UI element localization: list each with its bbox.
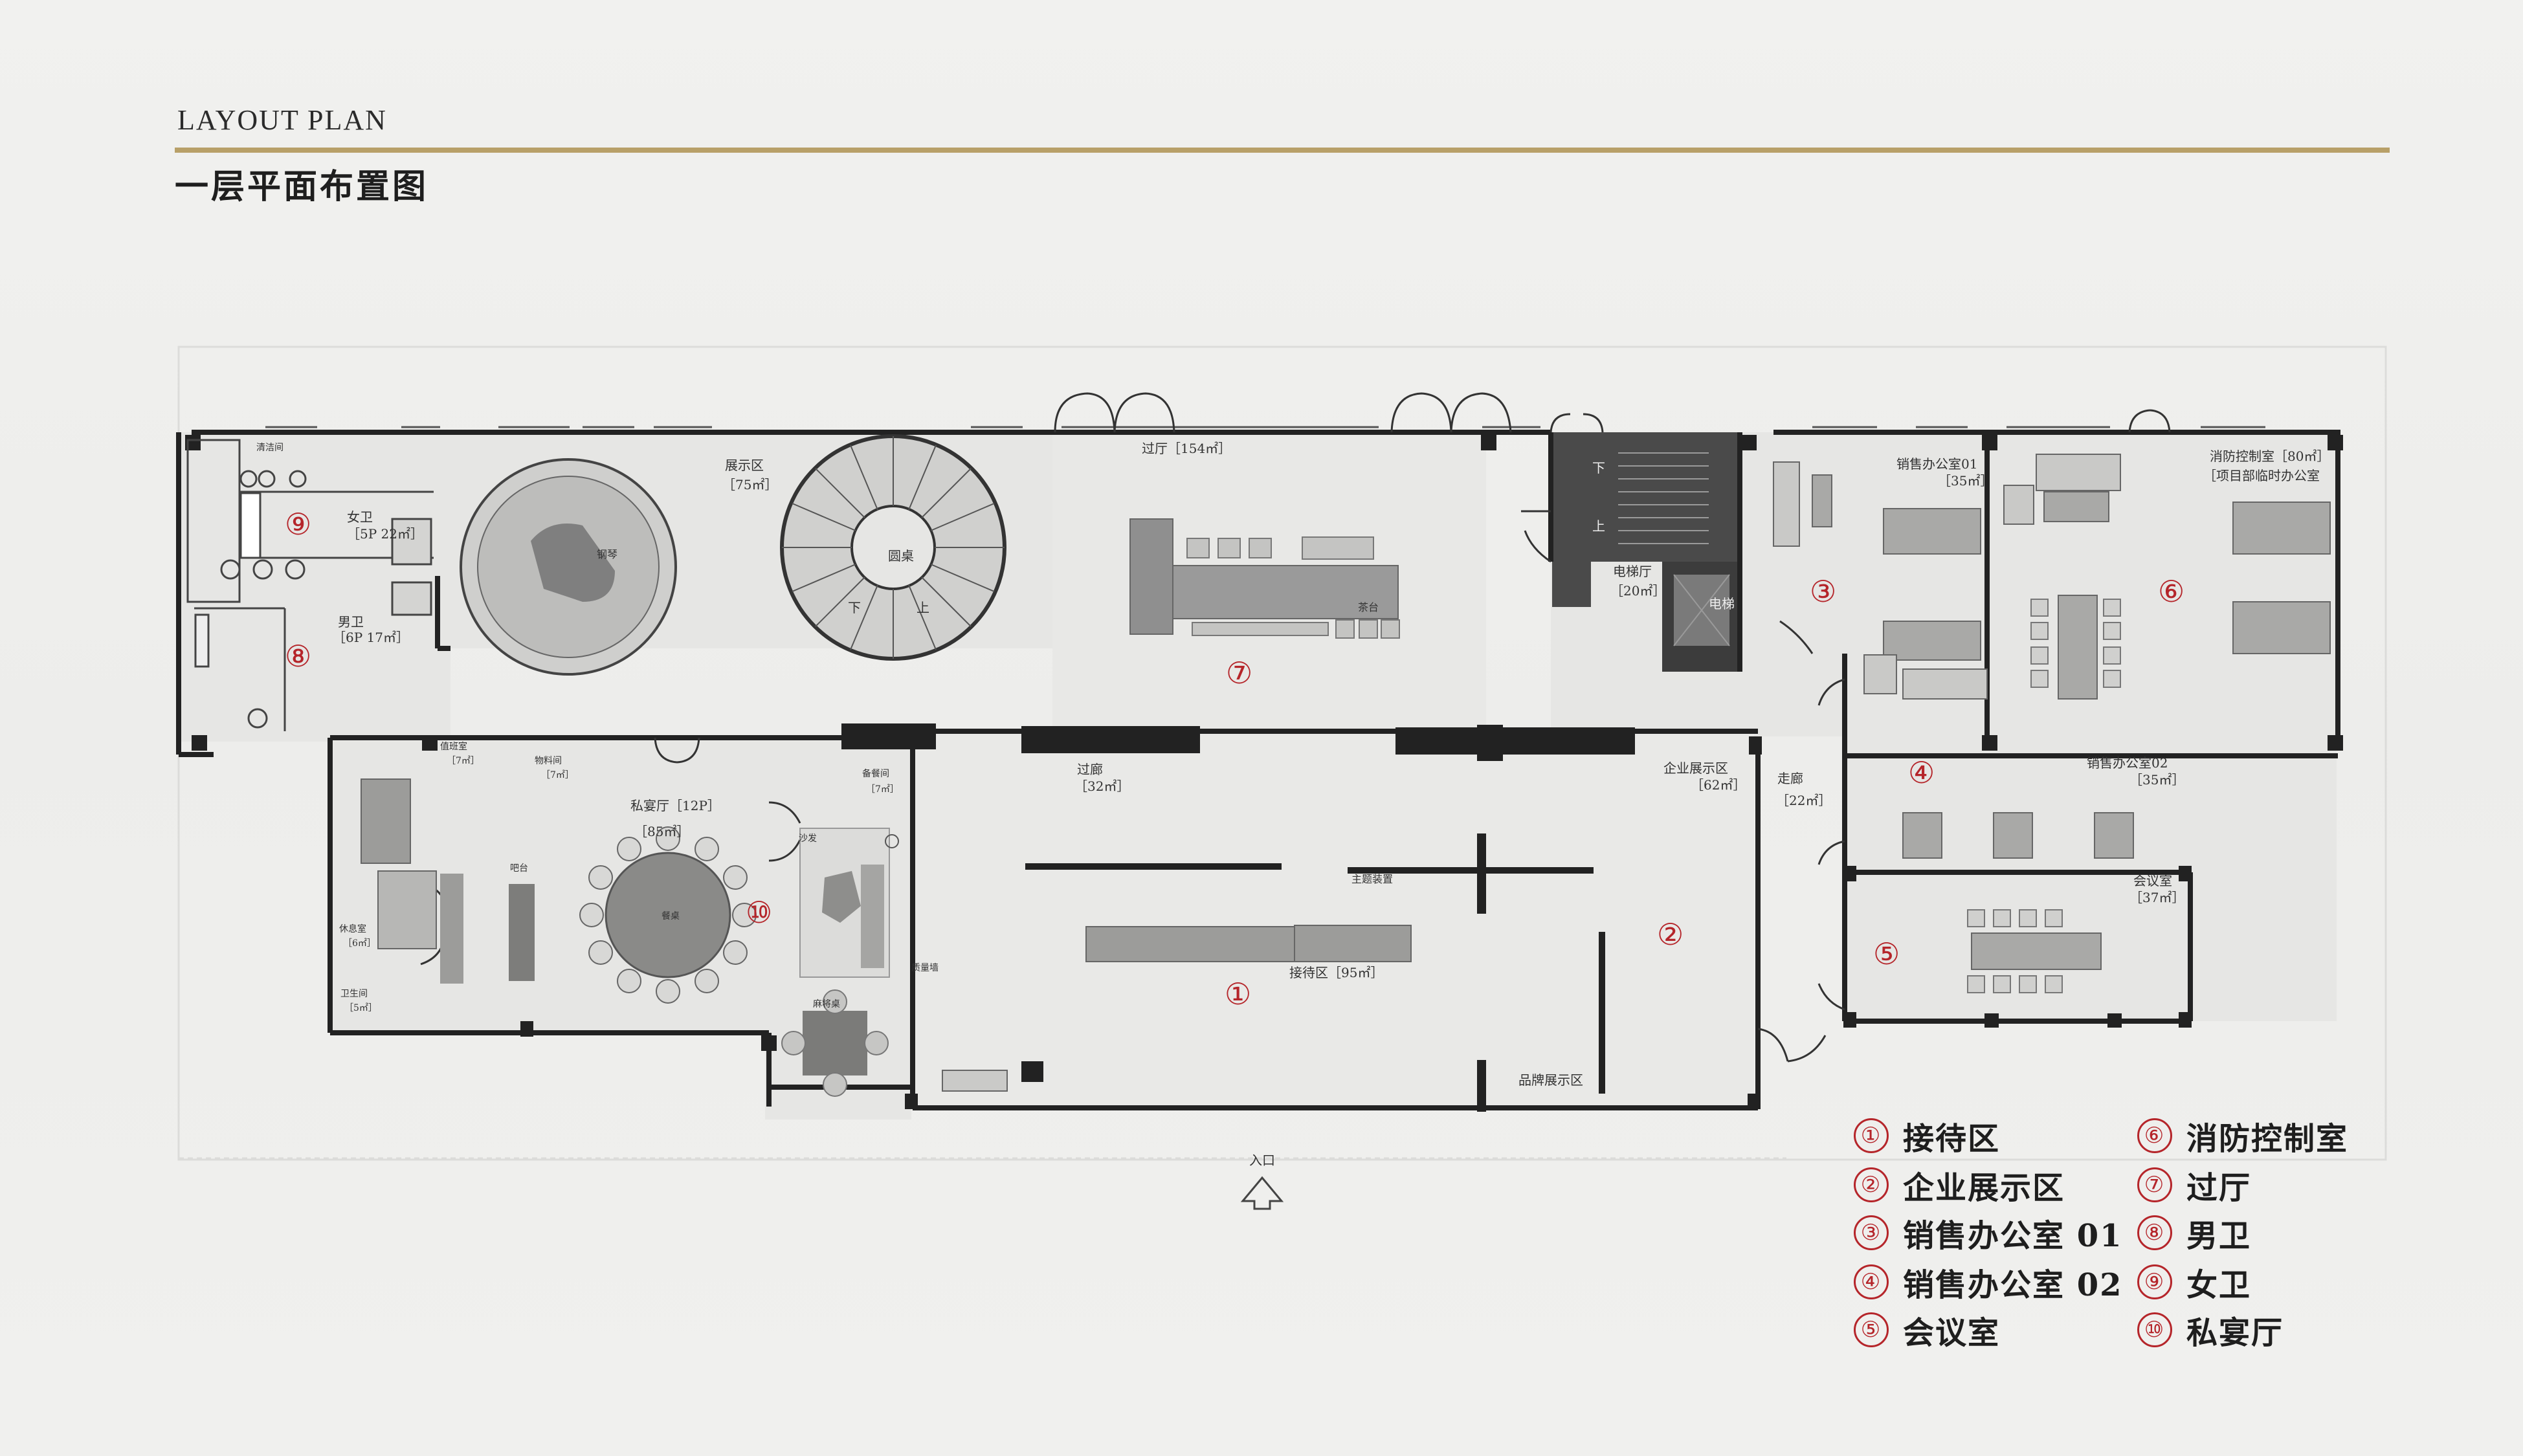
tea-bar	[1129, 518, 1400, 639]
room-markers: ① ② ③ ④ ⑤ ⑥ ⑦ ⑧ ⑨ ⑩	[285, 507, 2184, 1011]
office-furniture	[1773, 454, 2331, 970]
label-xiaoshou01-area: ［35㎡］	[1938, 473, 1993, 489]
label-shang1: 上	[917, 600, 929, 615]
legend-item-7: ⑦ 过厅	[2137, 1162, 2251, 1208]
label-nanwei-area: ［6P 17㎡］	[333, 630, 409, 645]
label-guoting: 过厅［154㎡］	[1142, 441, 1231, 456]
label-huiyi-area: ［37㎡］	[2129, 890, 2184, 905]
label-nvwei: 女卫	[347, 509, 373, 525]
marker-8: ⑧	[285, 639, 311, 674]
label-xiaoshou02-area: ［35㎡］	[2129, 772, 2184, 788]
label-zhanshiqu-area: ［75㎡］	[722, 477, 777, 492]
label-canjian: 备餐间	[862, 768, 889, 779]
label-qingjie: 清洁间	[256, 443, 283, 453]
label-wuliao-area: ［7㎡］	[541, 770, 574, 780]
label-xiaokong: 消防控制室［80㎡］	[2210, 448, 2329, 464]
legend-item-1: ① 接待区	[1854, 1113, 2000, 1158]
label-dianti-car: 电梯	[1709, 596, 1735, 612]
label-xia2: 下	[1592, 460, 1605, 476]
label-canjian-area: ［7㎡］	[866, 784, 899, 795]
label-shafa: 沙发	[799, 833, 817, 844]
legend-item-4: ④ 销售办公室 02	[1854, 1259, 2123, 1305]
label-jiedai: 接待区［95㎡］	[1289, 965, 1383, 980]
label-zhiban: 值班室	[440, 741, 467, 752]
label-nanwei: 男卫	[338, 614, 364, 630]
label-shang2: 上	[1592, 518, 1605, 534]
legend-item-2: ② 企业展示区	[1854, 1162, 2065, 1208]
header-rule	[175, 148, 2390, 153]
label-xiuxi: 休息室	[339, 923, 366, 934]
label-qiye: 企业展示区	[1663, 760, 1728, 776]
label-rukou: 入口	[1249, 1153, 1275, 1168]
entrance-arrow-icon	[1240, 1176, 1284, 1210]
label-pinpai: 品牌展示区	[1518, 1072, 1583, 1088]
label-dianti: 电梯厅	[1613, 564, 1652, 579]
page-title: 一层平面布置图	[175, 167, 429, 206]
marker-9: ⑨	[285, 507, 311, 542]
label-majiang: 麻将桌	[813, 999, 840, 1009]
label-chatai: 茶台	[1358, 601, 1379, 613]
label-xiaoshou02: 销售办公室02	[2087, 755, 2168, 771]
spiral-stair	[780, 434, 1006, 661]
marker-1: ①	[1225, 976, 1251, 1011]
label-guolang-area: ［32㎡］	[1074, 778, 1129, 794]
piano-stage	[460, 458, 677, 676]
legend-item-6: ⑥ 消防控制室	[2137, 1113, 2348, 1158]
marker-6: ⑥	[2158, 574, 2184, 609]
label-yuanzuo: 圆桌	[888, 548, 914, 564]
label-xiuxi-area: ［6㎡］	[343, 938, 376, 949]
label-wuliao: 物料间	[535, 756, 562, 766]
label-xiaoshou01: 销售办公室01	[1896, 456, 1977, 472]
marker-10: ⑩	[746, 895, 772, 930]
legend-item-8: ⑧ 男卫	[2137, 1210, 2251, 1255]
stair-core	[1552, 432, 1740, 672]
label-xiangmu: ［项目部临时办公室	[2203, 468, 2320, 483]
label-zhiliang: 质量墙	[911, 963, 939, 973]
doors	[420, 392, 2171, 1063]
label-zoulang-area: ［22㎡］	[1776, 793, 1831, 808]
label-nvwei-area: ［5P 22㎡］	[347, 526, 423, 542]
marker-4: ④	[1908, 755, 1935, 790]
label-weisheng: 卫生间	[340, 989, 368, 999]
label-siyan: 私宴厅［12P］	[630, 798, 720, 813]
marker-5: ⑤	[1873, 936, 1900, 971]
label-huiyi: 会议室	[2133, 873, 2172, 888]
legend: ① 接待区 ② 企业展示区 ③ 销售办公室 01 ④ 销售办公室 02 ⑤ 会议…	[1854, 1105, 2372, 1364]
toilet-fixtures	[186, 439, 434, 731]
legend-item-10: ⑩ 私宴厅	[2137, 1307, 2284, 1352]
label-qiye-area: ［62㎡］	[1691, 777, 1746, 793]
label-siyan-area: ［85㎡］	[634, 824, 689, 839]
label-guolang: 过廊	[1077, 762, 1103, 777]
label-dianti-area: ［20㎡］	[1610, 583, 1665, 599]
label-zhiban-area: ［7㎡］	[447, 756, 480, 766]
legend-item-5: ⑤ 会议室	[1854, 1307, 2000, 1352]
marker-3: ③	[1810, 574, 1836, 609]
office-chairs	[1967, 599, 2121, 993]
private-dining-furniture	[361, 778, 899, 1097]
label-canzhuo: 餐桌	[661, 911, 680, 921]
room-labels: 过厅［154㎡］ 展示区 ［75㎡］ 圆桌 下 上 钢琴 茶台 清洁间 女卫 ［…	[256, 441, 2329, 1168]
wall-bars	[185, 435, 2343, 1112]
legend-item-3: ③ 销售办公室 01	[1854, 1210, 2123, 1255]
header-eyebrow: LAYOUT PLAN	[177, 104, 387, 136]
label-xia1: 下	[848, 600, 861, 615]
marker-7: ⑦	[1226, 656, 1252, 690]
label-weisheng-area: ［5㎡］	[344, 1003, 377, 1013]
label-zhuti: 主题装置	[1351, 873, 1393, 885]
label-bata: 吧台	[510, 863, 528, 874]
legend-item-9: ⑨ 女卫	[2137, 1259, 2251, 1305]
label-zoulang: 走廊	[1777, 771, 1803, 786]
marker-2: ②	[1657, 917, 1684, 952]
reception-counter	[942, 925, 1412, 1092]
label-gangqin: 钢琴	[597, 548, 617, 560]
label-zhanshiqu: 展示区	[725, 458, 764, 473]
